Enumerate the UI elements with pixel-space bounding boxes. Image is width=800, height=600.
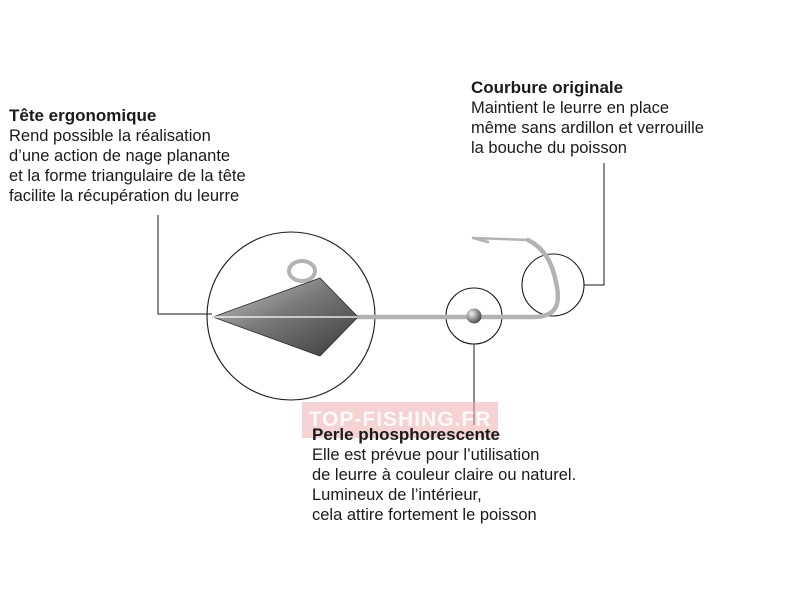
head-leader-line	[157, 215, 212, 315]
callout-phosphorescent-bead: Perle phosphorescente Elle est prévue po…	[312, 425, 576, 525]
callout-text-line: la bouche du poisson	[471, 139, 627, 157]
hook	[287, 236, 561, 320]
callout-text-line: Elle est prévue pour l’utilisation	[312, 446, 540, 464]
callout-text-line: même sans ardillon et verrouille	[471, 119, 704, 137]
callout-text-line: de leurre à couleur claire ou naturel.	[312, 466, 577, 484]
callout-text-line: facilite la récupération du leurre	[9, 187, 240, 205]
watermark: TOP-FISHING.FR	[302, 402, 498, 438]
callout-title: Perle phosphorescente	[312, 425, 501, 444]
callout-ergonomic-head: Tête ergonomique Rend possible la réalis…	[9, 106, 246, 206]
callout-text-line: d’une action de nage planante	[9, 147, 231, 165]
callout-title: Tête ergonomique	[9, 106, 157, 125]
callout-text-line: Maintient le leurre en place	[471, 99, 670, 117]
callout-original-bend: Courbure originale Maintient le leurre e…	[471, 78, 704, 158]
callout-text-line: Rend possible la réalisation	[9, 127, 211, 145]
callout-title: Courbure originale	[471, 78, 624, 97]
line-tie-eye	[287, 259, 317, 283]
callout-text-line: cela attire fortement le poisson	[312, 506, 537, 524]
bend-magnifier-circle	[521, 253, 585, 317]
bend-leader-line	[584, 163, 605, 286]
callout-text-line: et la forme triangulaire de la tête	[9, 167, 246, 185]
callout-text-line: Lumineux de l’intérieur,	[312, 486, 482, 504]
phosphorescent-bead	[466, 308, 482, 324]
hook-shank	[345, 237, 561, 320]
hook-barb	[471, 236, 530, 244]
